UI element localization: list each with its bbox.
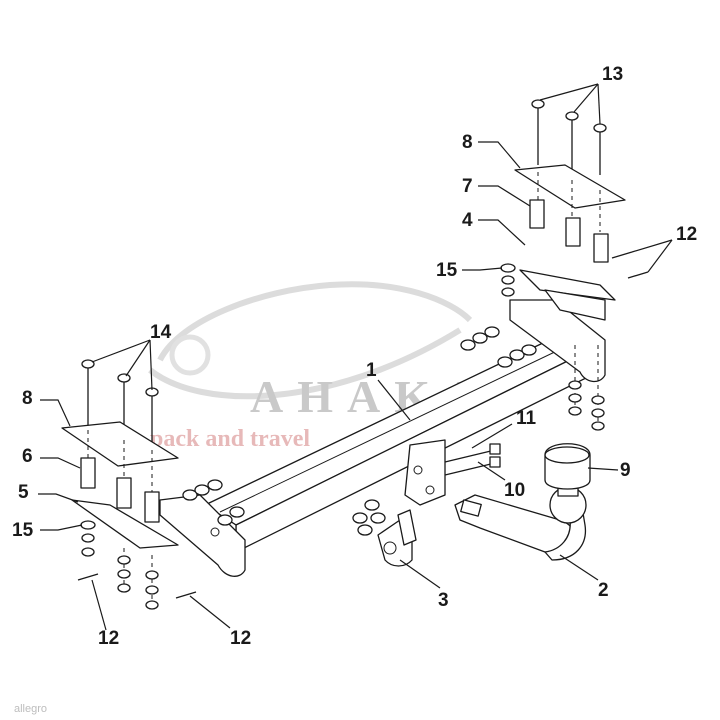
callout-labels: 13 8 7 4 15 12 14 8 6 5 15 12 12 1 11 10… <box>12 64 697 649</box>
callout-9: 9 <box>620 460 631 481</box>
callout-4: 4 <box>462 210 473 231</box>
callout-3: 3 <box>438 590 449 611</box>
tow-ball <box>549 485 587 524</box>
left-upper-assembly <box>61 359 197 610</box>
right-upper-assembly <box>500 99 649 297</box>
callout-12-left-a: 12 <box>98 628 119 649</box>
callout-7: 7 <box>462 176 473 197</box>
callout-11: 11 <box>516 408 537 429</box>
callout-12-left-b: 12 <box>230 628 251 649</box>
nuts-cluster-center <box>352 499 386 536</box>
callout-13: 13 <box>602 64 623 85</box>
right-side-bracket <box>509 269 616 383</box>
left-end-bracket <box>159 494 246 577</box>
center-bracket <box>404 439 446 506</box>
callout-2: 2 <box>598 580 609 601</box>
callout-6: 6 <box>22 446 33 467</box>
callout-12-right: 12 <box>676 224 697 245</box>
callout-1: 1 <box>366 360 377 381</box>
nuts-row-left <box>182 479 245 526</box>
callout-15-left: 15 <box>12 520 34 541</box>
watermark-tagline: pack and travel <box>150 426 310 452</box>
callout-5: 5 <box>18 482 29 503</box>
ball-cover <box>544 443 591 490</box>
footer-source: allegro <box>14 703 47 715</box>
socket-plate <box>377 509 417 567</box>
center-bolts <box>444 443 501 476</box>
leader-lines <box>38 83 673 631</box>
nuts-row-right <box>460 326 537 368</box>
right-washer-stacks <box>568 345 605 431</box>
callout-15-right: 15 <box>436 260 458 281</box>
callout-14: 14 <box>150 322 172 343</box>
callout-8-left: 8 <box>22 388 33 409</box>
callout-8-right: 8 <box>462 132 473 153</box>
callout-10: 10 <box>504 480 525 501</box>
